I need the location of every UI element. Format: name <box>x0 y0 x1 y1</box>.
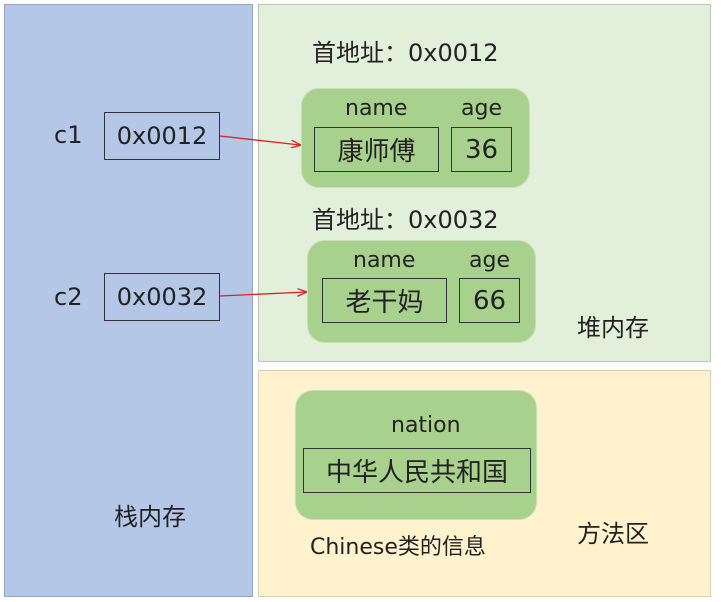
object2-age-value-box: 66 <box>459 278 520 323</box>
object1-address-header: 首地址：0x0012 <box>312 39 499 67</box>
object2-age-value: 66 <box>472 285 507 316</box>
var-c1-label: c1 <box>54 121 83 149</box>
object2 <box>307 240 536 343</box>
object2-name-value: 老干妈 <box>345 288 424 318</box>
object2-name-value-box: 老干妈 <box>322 278 447 323</box>
object2-field-name-label: name <box>353 248 416 273</box>
object1-field-name-label: name <box>345 96 408 121</box>
heap-memory-title: 堆内存 <box>577 314 649 342</box>
object1-field-age-label: age <box>461 96 502 121</box>
object1-name-value: 康师傅 <box>337 137 416 167</box>
stack-memory-region <box>4 4 253 597</box>
object2-field-age-label: age <box>469 248 510 273</box>
stack-memory-title: 栈内存 <box>114 503 186 531</box>
method-area-title: 方法区 <box>577 520 649 548</box>
var-c1-value: 0x0012 <box>116 122 208 150</box>
object1-age-value-box: 36 <box>451 127 512 172</box>
class-info-block <box>295 390 537 520</box>
class-info-nation-value-box: 中华人民共和国 <box>303 448 531 493</box>
object2-address-header: 首地址：0x0032 <box>312 206 499 234</box>
class-info-field-nation-label: nation <box>391 413 461 438</box>
var-c2-label: c2 <box>54 283 83 311</box>
object1-age-value: 36 <box>464 134 499 165</box>
var-c2-value: 0x0032 <box>116 283 208 311</box>
object1-name-value-box: 康师傅 <box>314 127 439 172</box>
var-c1-value-box: 0x0012 <box>104 112 220 160</box>
class-info-caption: Chinese类的信息 <box>310 535 486 560</box>
class-info-nation-value: 中华人民共和国 <box>325 458 508 488</box>
var-c2-value-box: 0x0032 <box>104 273 220 321</box>
